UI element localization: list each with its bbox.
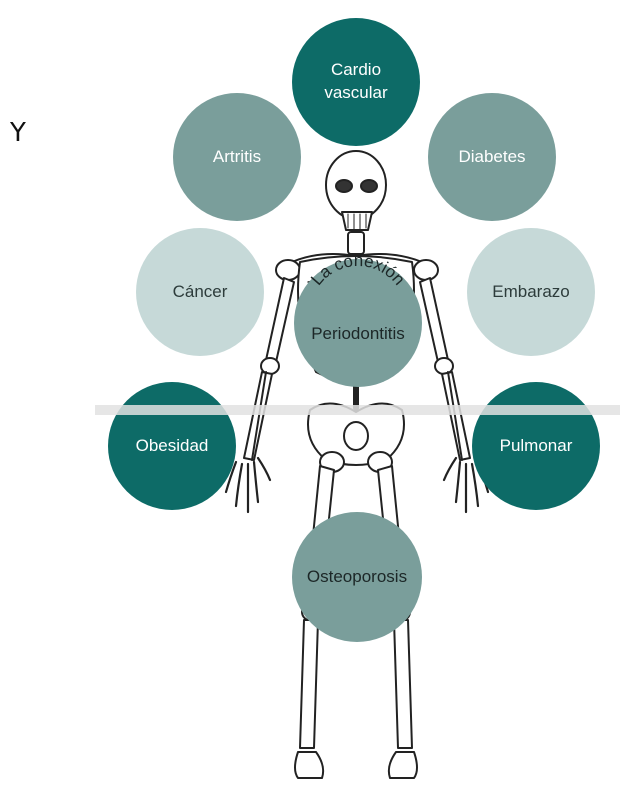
connection-arc-label: La conexión [307,251,409,289]
svg-text:La conexión: La conexión [307,251,409,289]
divider-band [95,405,620,415]
